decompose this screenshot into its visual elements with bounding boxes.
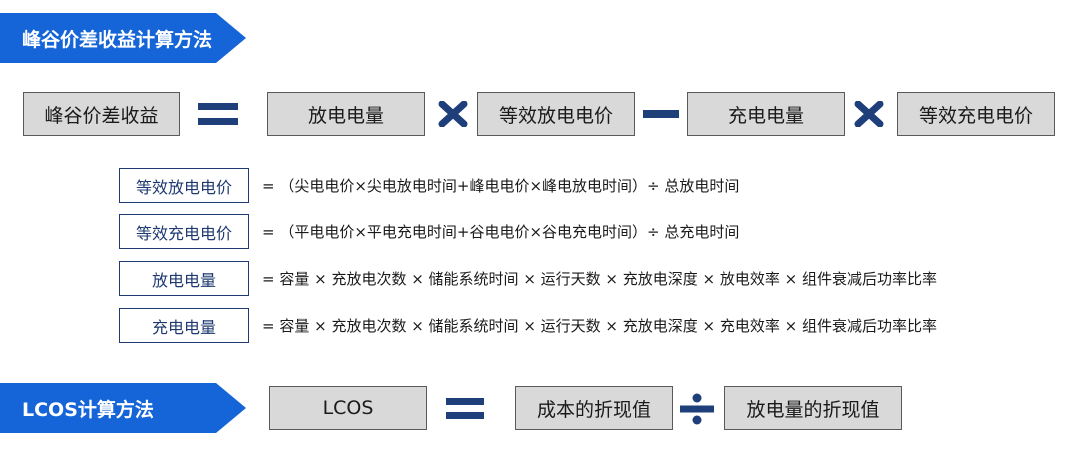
numerator-box-cost-present-value: 成本的折现值 [515, 386, 673, 430]
term-box-charge-energy: 充电电量 [687, 92, 845, 136]
minus-icon [643, 110, 679, 118]
term-box-equivalent-charge-price: 等效充电电价 [897, 92, 1055, 136]
denominator-box-discharge-present-value: 放电量的折现值 [724, 386, 902, 430]
equals-icon [446, 398, 484, 420]
multiply-icon [854, 101, 884, 127]
section-title: 峰谷价差收益计算方法 [22, 28, 213, 51]
section-banner-peak-valley: 峰谷价差收益计算方法 [0, 13, 246, 63]
multiply-icon [438, 101, 468, 127]
definition-term-charge-energy: 充电电量 [119, 308, 249, 343]
term-box-discharge-energy: 放电电量 [267, 92, 425, 136]
result-box-lcos: LCOS [269, 386, 427, 430]
term-box-equivalent-discharge-price: 等效放电电价 [477, 92, 635, 136]
definition-term-equivalent-charge-price: 等效充电电价 [119, 214, 249, 249]
divide-icon [680, 393, 714, 425]
result-box-peak-valley-revenue: 峰谷价差收益 [23, 92, 180, 136]
definition-text-discharge-energy: = 容量 × 充放电次数 × 储能系统时间 × 运行天数 × 充放电深度 × 放… [262, 270, 937, 288]
definition-text-charge-energy: = 容量 × 充放电次数 × 储能系统时间 × 运行天数 × 充放电深度 × 充… [262, 317, 937, 335]
definition-term-equivalent-discharge-price: 等效放电电价 [119, 168, 249, 203]
section-title: LCOS计算方法 [22, 398, 154, 421]
definition-term-discharge-energy: 放电电量 [119, 261, 249, 296]
section-banner-lcos: LCOS计算方法 [0, 383, 246, 433]
definition-text-equivalent-discharge-price: = （尖电电价×尖电放电时间+峰电电价×峰电放电时间）÷ 总放电时间 [262, 177, 740, 195]
definition-text-equivalent-charge-price: = （平电电价×平电充电时间+谷电电价×谷电充电时间）÷ 总充电时间 [262, 223, 740, 241]
equals-icon [198, 103, 238, 127]
